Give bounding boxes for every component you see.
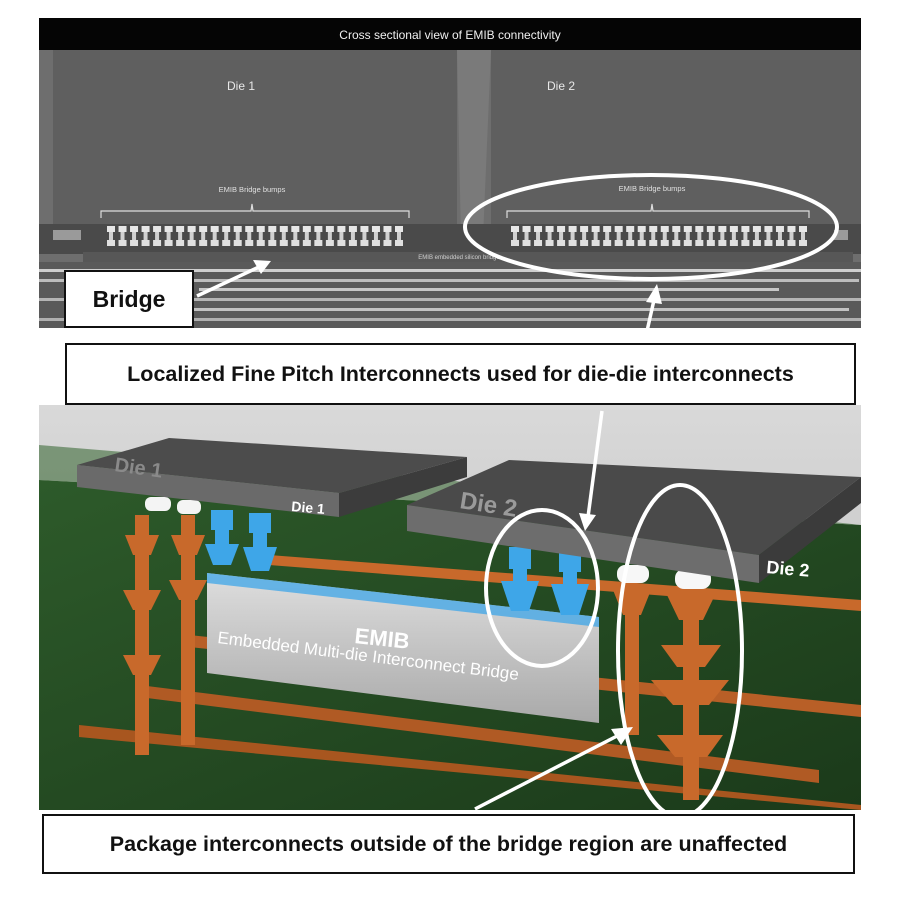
die-2-top (407, 460, 861, 555)
micro-bump (580, 226, 589, 246)
micro-bump (683, 226, 692, 246)
micro-bump (222, 226, 231, 246)
micro-bump (395, 226, 403, 246)
micro-bump (799, 226, 807, 246)
embedded-bridge-label: EMIB embedded silicon bridge (418, 255, 500, 261)
die-2-side (407, 505, 759, 583)
micro-bump (199, 226, 208, 246)
die-gap (457, 50, 491, 238)
die-2-side-label: Die 2 (766, 557, 811, 581)
micro-bump (383, 226, 392, 246)
micro-bump (371, 226, 380, 246)
die-2-label: Die 2 (547, 79, 575, 93)
pad-right (834, 230, 848, 240)
micro-bump (706, 226, 715, 246)
micro-bump (130, 226, 139, 246)
micro-bump (107, 226, 115, 246)
micro-bump (187, 226, 196, 246)
pad-left (53, 230, 81, 240)
fine-pitch-arrow (586, 410, 604, 518)
micro-bump (268, 226, 277, 246)
fine-pitch-ellipse-bottom (484, 508, 600, 668)
cross-section-image: Cross sectional view of EMIB connectivit… (39, 18, 861, 328)
emib-3d-render: EMIB Embedded Multi-die Interconnect Bri… (39, 405, 861, 810)
micro-bump (153, 226, 162, 246)
micro-bump (141, 226, 150, 246)
die1-bridge-bumps (205, 510, 277, 571)
micro-bump (314, 226, 323, 246)
bridge-bumps-label-left: EMIB Bridge bumps (219, 185, 286, 194)
die-1-label: Die 1 (227, 79, 255, 93)
bridge-bumps-left (107, 226, 403, 246)
fine-pitch-callout: Localized Fine Pitch Interconnects used … (65, 343, 856, 405)
die-1-right-side (339, 457, 467, 517)
micro-bump (603, 226, 612, 246)
micro-bump (741, 226, 750, 246)
right-package-vias (613, 580, 729, 800)
die-1-side-label: Die 1 (291, 498, 326, 517)
die-2-block (491, 50, 861, 236)
micro-bump (626, 226, 635, 246)
micro-bump (557, 226, 566, 246)
package-callout: Package interconnects outside of the bri… (42, 814, 855, 874)
bumps-bracket-left (100, 203, 410, 218)
micro-bump (348, 226, 357, 246)
title-bar (39, 18, 861, 50)
micro-bump (245, 226, 254, 246)
micro-bump (752, 226, 761, 246)
die-1-block (53, 50, 457, 236)
micro-bump (614, 226, 623, 246)
bridge-bumps-label-right: EMIB Bridge bumps (619, 184, 686, 193)
micro-bump (279, 226, 288, 246)
micro-bump (695, 226, 704, 246)
micro-bump (233, 226, 242, 246)
micro-bump (568, 226, 577, 246)
micro-bump (164, 226, 173, 246)
die-1-top (77, 438, 467, 493)
bridge-arrow (196, 264, 262, 298)
bridge-bumps-right (511, 226, 807, 246)
fine-pitch-ellipse-top (463, 173, 839, 281)
micro-bump (176, 226, 185, 246)
cross-section-title: Cross sectional view of EMIB connectivit… (339, 28, 560, 42)
micro-bump (534, 226, 543, 246)
micro-bump (591, 226, 600, 246)
die-1-side (77, 465, 339, 517)
die-2-right-side (759, 477, 861, 583)
micro-bump (511, 226, 519, 246)
package-interconnect-ellipse (616, 483, 744, 810)
micro-bump (210, 226, 219, 246)
fine-pitch-arrow-head (579, 513, 596, 531)
micro-bump (291, 226, 300, 246)
micro-bump (545, 226, 554, 246)
micro-bump (522, 226, 531, 246)
micro-bump (672, 226, 681, 246)
emib-label: EMIB (353, 623, 410, 654)
micro-bump (729, 226, 738, 246)
micro-bump (325, 226, 334, 246)
micro-bump (302, 226, 311, 246)
embedded-bridge (83, 252, 853, 262)
micro-bump (764, 226, 773, 246)
micro-bump (775, 226, 784, 246)
bridge-arrow-head (253, 260, 271, 274)
micro-bump (660, 226, 669, 246)
micro-bump (337, 226, 346, 246)
package-arrow-head (611, 727, 633, 745)
bridge-wiring (207, 573, 599, 627)
bumps-bracket-right (506, 203, 810, 218)
micro-bump (118, 226, 127, 246)
micro-bump (718, 226, 727, 246)
micro-bump (649, 226, 658, 246)
micro-bump (787, 226, 796, 246)
package-arrow (474, 733, 620, 810)
micro-bump (637, 226, 646, 246)
micro-bump (256, 226, 265, 246)
bridge-callout: Bridge (64, 270, 194, 328)
left-package-vias (123, 515, 207, 755)
micro-bump (360, 226, 369, 246)
